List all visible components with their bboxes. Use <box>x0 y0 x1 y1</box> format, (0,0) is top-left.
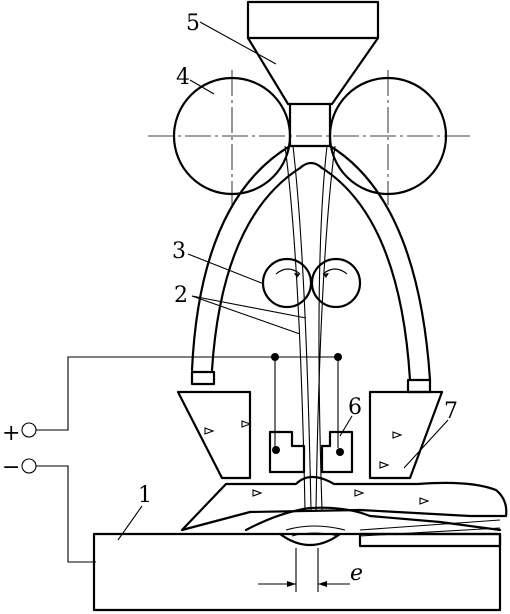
leader-5 <box>199 21 277 65</box>
weld-bead <box>358 532 502 548</box>
label-2: 2 <box>174 283 188 308</box>
flux-mark <box>392 431 403 439</box>
welding-wires <box>284 145 336 511</box>
leader-6 <box>339 415 353 437</box>
right-tube-coupling <box>406 378 432 394</box>
right-roller-arrowhead <box>323 273 329 278</box>
right-tube-outer <box>328 144 432 382</box>
flux-bed <box>180 475 508 532</box>
leader-1 <box>117 505 143 541</box>
callouts: 5 4 3 2 6 7 1 <box>117 11 458 541</box>
dimension-arrow-right <box>318 581 327 587</box>
right-tube-inner <box>320 166 412 382</box>
left-flux-nozzle <box>176 390 252 480</box>
drive-wheels <box>148 70 472 205</box>
flux-mark <box>241 420 252 428</box>
wire-a-2 <box>292 145 312 511</box>
leader-2a <box>191 295 301 335</box>
leader-3 <box>187 253 265 285</box>
right-roller-rotation-arrow <box>322 268 348 275</box>
label-6: 6 <box>348 395 362 420</box>
weld-zone <box>244 506 502 548</box>
dimension-arrow-left <box>287 581 296 587</box>
leader-7 <box>403 419 449 469</box>
positive-lead <box>36 356 338 431</box>
offset-label: e <box>350 561 363 586</box>
label-5: 5 <box>186 11 200 36</box>
left-contact-dot <box>272 446 280 454</box>
hopper <box>246 0 380 148</box>
left-tube-coupling <box>190 370 216 386</box>
feed-rollers <box>261 257 362 309</box>
label-1: 1 <box>138 483 152 508</box>
leader-2b <box>191 295 307 319</box>
hopper-funnel <box>246 36 380 106</box>
right-contact-dot <box>336 448 344 456</box>
flux-nozzles <box>176 390 444 480</box>
label-3: 3 <box>172 239 186 264</box>
contact-tips <box>268 430 354 474</box>
wire-b-2 <box>318 145 328 511</box>
negative-terminal <box>21 458 37 474</box>
right-contact-tip <box>320 430 354 474</box>
leader-4 <box>189 79 215 95</box>
power-circuit: + − <box>2 353 342 563</box>
flux-mark <box>354 489 365 497</box>
flux-guide-tubes <box>190 144 432 394</box>
left-contact-tip <box>268 430 306 474</box>
left-tube-inner <box>210 166 302 372</box>
negative-lead <box>36 465 96 563</box>
tube-split <box>298 161 324 170</box>
hopper-neck <box>288 102 332 148</box>
negative-sign: − <box>2 455 20 480</box>
flux-mark <box>379 461 390 469</box>
left-tube-outer <box>190 144 292 372</box>
flux-mark <box>204 427 215 435</box>
base-metal <box>92 532 502 612</box>
weld-groove <box>278 532 342 546</box>
label-4: 4 <box>176 65 190 90</box>
left-roller-arrowhead <box>294 273 300 278</box>
positive-terminal <box>21 422 37 438</box>
wire-a-1 <box>284 145 306 511</box>
left-roller-rotation-arrow <box>275 268 301 275</box>
right-flux-nozzle <box>368 390 444 480</box>
flux-mark <box>252 489 263 497</box>
label-7: 7 <box>444 399 458 424</box>
offset-dimension: e <box>258 548 363 592</box>
slag-line <box>359 519 501 531</box>
molten-pool-surface <box>244 506 502 532</box>
pool-line <box>285 525 346 531</box>
hopper-top <box>246 0 380 40</box>
flux-mark <box>419 497 430 505</box>
workpiece <box>92 532 502 612</box>
right-feed-roller <box>310 257 362 309</box>
wire-b-1 <box>315 145 336 511</box>
positive-sign: + <box>2 421 20 446</box>
